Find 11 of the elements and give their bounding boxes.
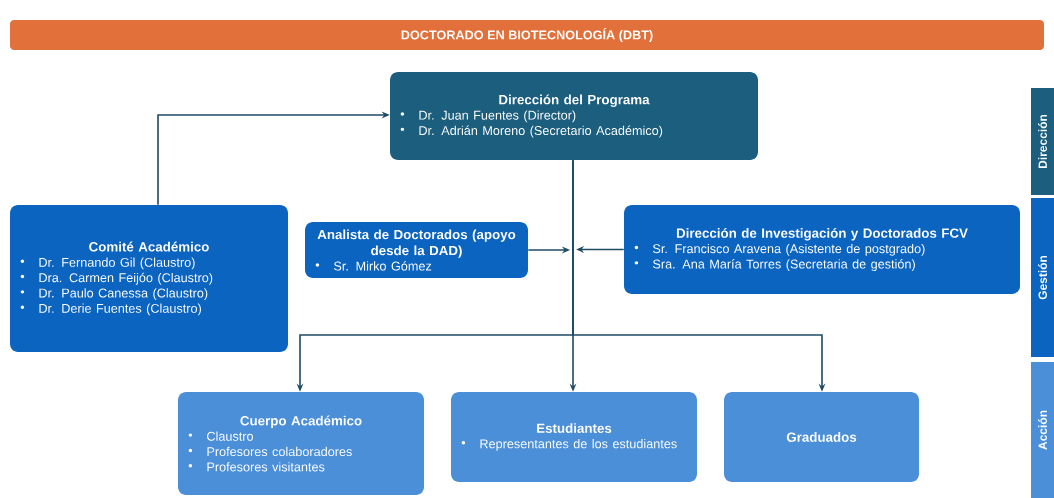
title-banner: DOCTORADO EN BIOTECNOLOGÍA (DBT) xyxy=(10,20,1044,50)
org-box: Estudiantes Representantes de los estudiantes xyxy=(451,392,697,482)
org-box: Analista de Doctorados (apoyo desde la DAD) Sr. Mirko Gómez xyxy=(305,222,528,278)
level-band: Dirección xyxy=(1031,88,1054,195)
org-box: Dirección de Investigación y Doctorados FCV Sr. Francisco Aravena (Asistente de postgrado) Sra. Ana María Torres (Secretaria de gestión) xyxy=(624,205,1020,294)
level-band: Acción xyxy=(1031,362,1054,498)
org-box: Dirección del Programa Dr. Juan Fuentes (Director) Dr. Adrián Moreno (Secretario Académico) xyxy=(390,72,758,160)
level-band: Gestión xyxy=(1031,198,1054,357)
org-box: Cuerpo Académico Claustro Profesores colaboradores Profesores visitantes xyxy=(178,392,424,495)
org-box: Graduados xyxy=(724,392,919,482)
org-box: Comité Académico Dr. Fernando Gil (Claustro) Dra. Carmen Feijóo (Claustro) Dr. Paulo Canessa (Claustro) Dr. Derie Fuentes (Claustro) xyxy=(10,205,288,352)
